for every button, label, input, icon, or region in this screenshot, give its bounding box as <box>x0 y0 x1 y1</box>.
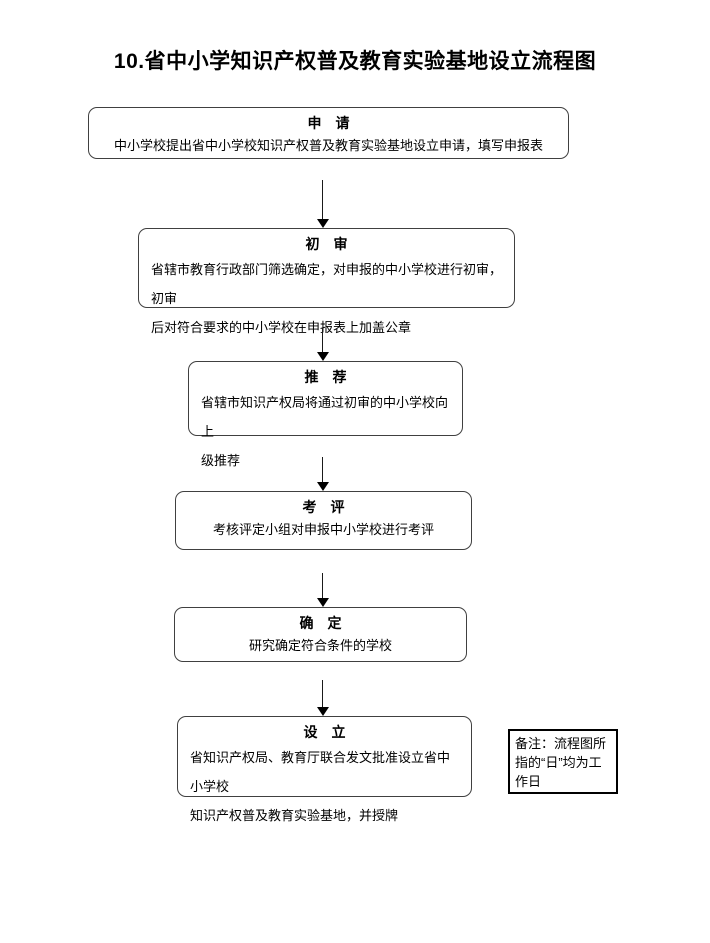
flow-step-determination: 确 定 研究确定符合条件的学校 <box>174 607 467 662</box>
arrow-line <box>322 573 324 599</box>
remark-text: 备注：流程图所指的“日”均为工作日 <box>515 736 607 789</box>
step-body-line: 考核评定小组对申报中小学校进行考评 <box>212 522 434 537</box>
step-body-line: 省知识产权局、教育厅联合发文批准设立省中小学校 <box>190 750 451 794</box>
down-arrow-connector <box>317 680 329 716</box>
step-body-line: 省辖市知识产权局将通过初审的中小学校向上 <box>201 395 449 439</box>
flow-step-establishment: 设 立 省知识产权局、教育厅联合发文批准设立省中小学校 知识产权普及教育实验基地… <box>177 716 472 823</box>
step-title: 确 定 <box>299 615 342 631</box>
arrow-line <box>322 180 324 220</box>
step-body-line: 研究确定符合条件的学校 <box>248 638 392 653</box>
step-body: 省知识产权局、教育厅联合发文批准设立省中小学校 知识产权普及教育实验基地，并授牌 <box>178 743 471 830</box>
step-title: 考 评 <box>302 499 345 515</box>
page-title: 10.省中小学知识产权普及教育实验基地设立流程图 <box>113 50 597 73</box>
arrow-down-icon <box>317 707 329 716</box>
arrow-down-icon <box>317 482 329 491</box>
step-body-line: 后对符合要求的中小学校在申报表上加盖公章 <box>151 320 412 335</box>
step-title: 申 请 <box>307 115 350 131</box>
arrow-line <box>322 328 324 353</box>
step-body-line: 省辖市教育行政部门筛选确定，对申报的中小学校进行初审，初审 <box>151 262 503 306</box>
down-arrow-connector <box>317 573 329 607</box>
remark-box: 备注：流程图所指的“日”均为工作日 <box>508 729 618 794</box>
down-arrow-connector <box>317 457 329 491</box>
step-body-line: 中小学校提出省中小学校知识产权普及教育实验基地设立申请，填写申报表 <box>113 138 543 153</box>
step-body: 考核评定小组对申报中小学校进行考评 <box>176 518 471 542</box>
down-arrow-connector <box>317 180 329 228</box>
step-title: 推 荐 <box>304 369 347 385</box>
step-title: 设 立 <box>303 724 346 740</box>
step-body: 中小学校提出省中小学校知识产权普及教育实验基地设立申请，填写申报表 <box>89 134 568 158</box>
step-body: 省辖市知识产权局将通过初审的中小学校向上 级推荐 <box>189 388 462 475</box>
step-body-line: 知识产权普及教育实验基地，并授牌 <box>190 808 399 823</box>
step-body-line: 级推荐 <box>201 453 241 468</box>
flow-step-evaluation: 考 评 考核评定小组对申报中小学校进行考评 <box>175 491 472 550</box>
step-body: 研究确定符合条件的学校 <box>175 634 466 658</box>
step-body: 省辖市教育行政部门筛选确定，对申报的中小学校进行初审，初审 后对符合要求的中小学… <box>139 255 514 342</box>
arrow-down-icon <box>317 598 329 607</box>
flow-step-application: 申 请 中小学校提出省中小学校知识产权普及教育实验基地设立申请，填写申报表 <box>88 107 569 159</box>
down-arrow-connector <box>317 328 329 361</box>
arrow-down-icon <box>317 352 329 361</box>
step-title: 初 审 <box>305 236 348 252</box>
flow-step-preliminary-review: 初 审 省辖市教育行政部门筛选确定，对申报的中小学校进行初审，初审 后对符合要求… <box>138 228 515 335</box>
arrow-down-icon <box>317 219 329 228</box>
flow-step-recommendation: 推 荐 省辖市知识产权局将通过初审的中小学校向上 级推荐 <box>188 361 463 468</box>
arrow-line <box>322 680 324 708</box>
arrow-line <box>322 457 324 483</box>
